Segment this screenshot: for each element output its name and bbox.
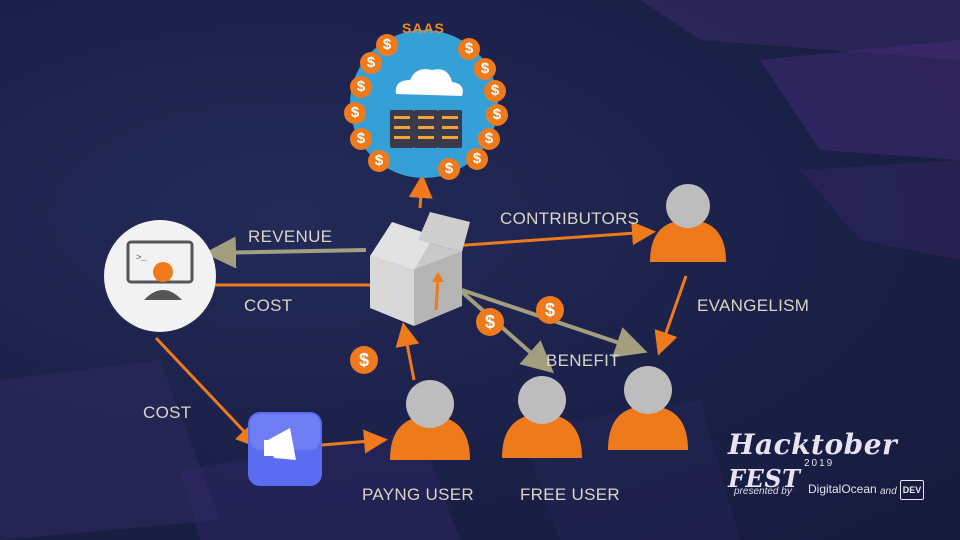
- logo-presented-by: presented by: [734, 486, 792, 497]
- person-paying-user-icon: [390, 380, 470, 460]
- dollar-coin-icon: $: [344, 102, 366, 124]
- dollar-coin-icon: $: [350, 346, 378, 374]
- hacktoberfest-logo: Hacktober FEST 2019 presented by Digital…: [728, 424, 956, 536]
- dollar-coin-icon: $: [466, 148, 488, 170]
- dollar-coin-icon: $: [438, 158, 460, 180]
- logo-sponsor-digitalocean: DigitalOcean: [808, 482, 877, 496]
- svg-text:>_: >_: [136, 253, 147, 263]
- dollar-coin-icon: $: [484, 80, 506, 102]
- person-free-user-icon: [502, 376, 582, 458]
- dollar-coin-icon: $: [350, 128, 372, 150]
- saas-label: SAAS: [402, 20, 445, 36]
- dollar-coin-icon: $: [478, 128, 500, 150]
- benefit-label: BENEFIT: [546, 351, 620, 370]
- dollar-coin-icon: $: [360, 52, 382, 74]
- dollar-coin-icon: $: [376, 34, 398, 56]
- dollar-coin-icon: $: [474, 58, 496, 80]
- cost-label-top: COST: [244, 296, 293, 315]
- paying-user-label: PAYNG USER: [362, 485, 474, 504]
- contributors-label: CONTRIBUTORS: [500, 209, 640, 228]
- dollar-coin-icon: $: [536, 296, 564, 324]
- arrow-cost-left: [154, 336, 261, 449]
- logo-title-fest: FEST: [728, 464, 801, 493]
- arrow-benefit-mid: [460, 290, 554, 374]
- logo-and: and: [880, 486, 897, 497]
- person-evangelist-icon: [608, 366, 688, 450]
- arrow-evangelism: [654, 275, 688, 356]
- arrow-contributors: [451, 221, 656, 248]
- evangelism-label: EVANGELISM: [697, 296, 810, 315]
- dollar-coin-icon: $: [458, 38, 480, 60]
- logo-title: Hacktober: [728, 428, 898, 461]
- free-user-label: FREE USER: [520, 485, 620, 504]
- logo-sponsor-dev: DEV: [900, 480, 924, 500]
- arrow-to-saas: [408, 174, 433, 209]
- cost-label-left: COST: [143, 403, 192, 422]
- dollar-coin-icon: $: [368, 150, 390, 172]
- person-contributor-icon: [650, 184, 726, 262]
- arrow-marketing-to-paying: [321, 429, 388, 454]
- arrow-revenue: [204, 236, 367, 269]
- dollar-coin-icon: $: [350, 76, 372, 98]
- arrow-paying-to-box: [395, 322, 420, 381]
- logo-year: 2019: [804, 458, 835, 469]
- dollar-coin-icon: $: [486, 104, 508, 126]
- revenue-label: REVENUE: [248, 227, 333, 246]
- dollar-coin-icon: $: [476, 308, 504, 336]
